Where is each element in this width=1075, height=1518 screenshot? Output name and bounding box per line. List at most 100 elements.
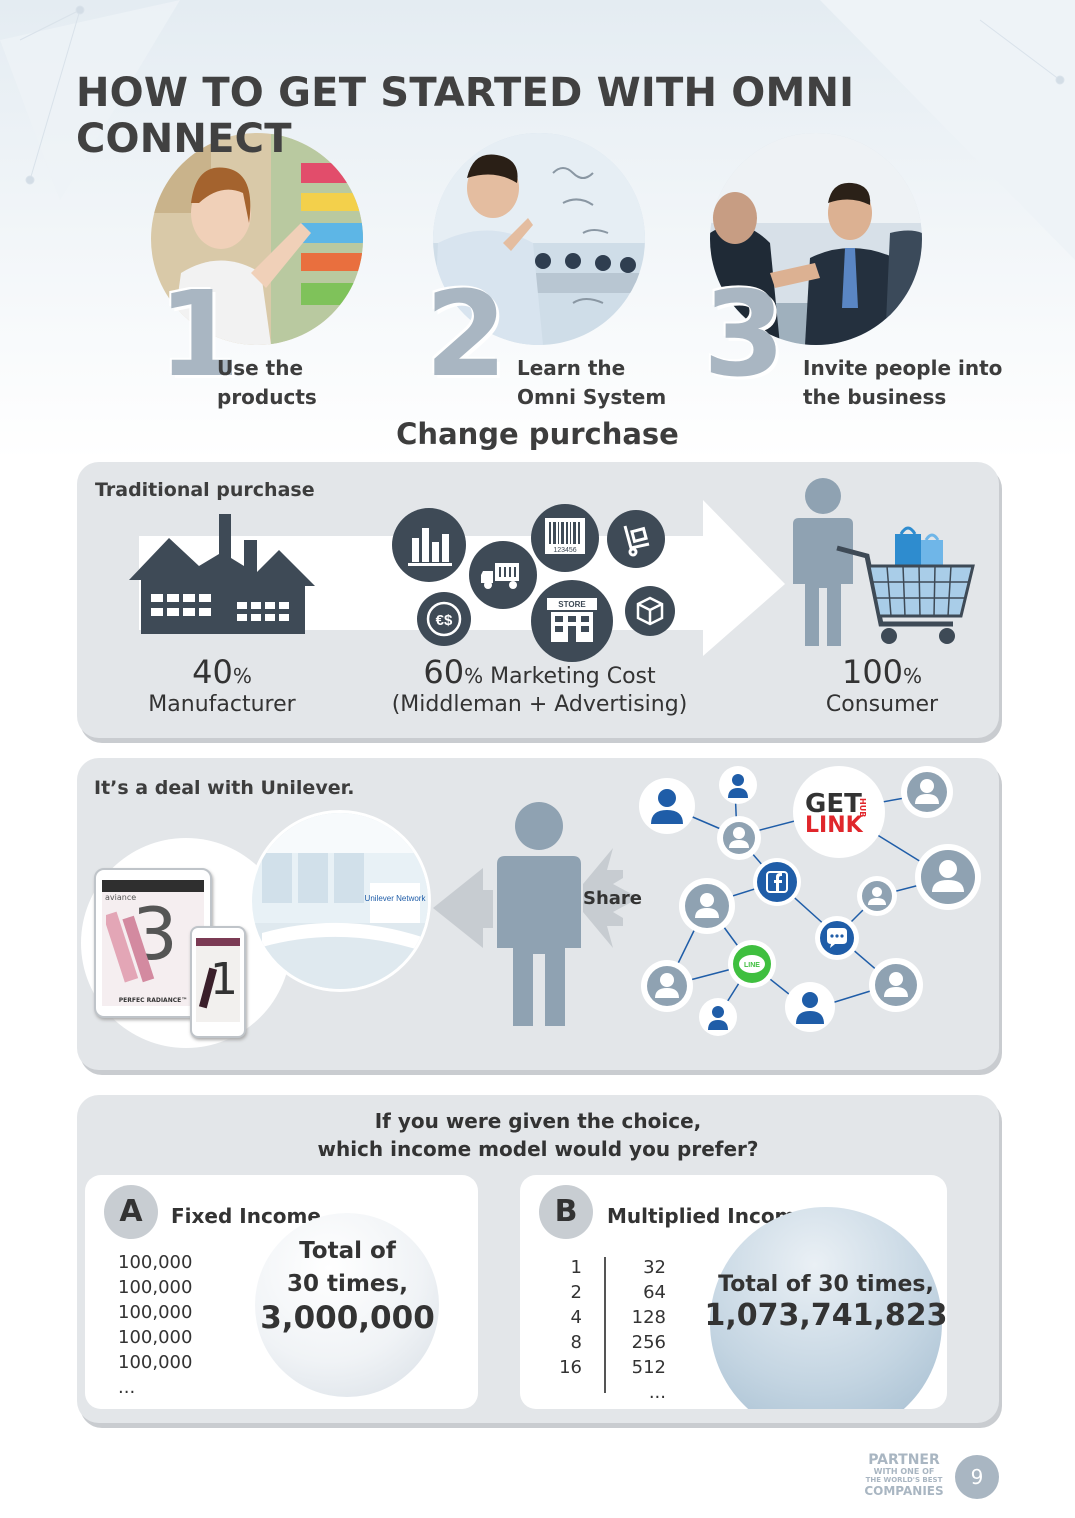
fixed-income-value: 100,000: [118, 1352, 193, 1373]
page-title: HOW TO GET STARTED WITH OMNI CONNECT: [76, 70, 855, 162]
multiplied-value: 2: [570, 1282, 582, 1303]
network-user-node: [679, 878, 735, 934]
multiplied-value: 4: [570, 1307, 582, 1328]
unilever-deal-title: It’s a deal with Unilever.: [94, 777, 355, 799]
multiplied-value: ...: [648, 1382, 666, 1403]
store-label: STORE: [558, 600, 586, 609]
traditional-purchase-panel: Traditional purchase 123456 €$ STORE: [77, 462, 999, 738]
network-user-node: [639, 778, 695, 834]
getlink-hub-logo: GET LINK HUB: [793, 766, 885, 858]
unilever-building-photo: Unilever Network: [249, 810, 431, 992]
change-purchase-heading: Change purchase: [396, 417, 679, 451]
network-user-node: [785, 982, 835, 1032]
fixed-income-title: Fixed Income: [171, 1204, 321, 1228]
step-2-label: Learn the Omni System: [517, 354, 666, 412]
multiplied-right-values: 32 64 128 256 512 ...: [620, 1255, 666, 1405]
fixed-income-value: 100,000: [118, 1252, 193, 1273]
step-1-label: Use the products: [217, 354, 317, 412]
tablet-device: aviance 3 PERFEC RADIANCE™: [94, 868, 212, 1018]
footer-line4: COMPANIES: [864, 1484, 944, 1498]
fixed-income-value: ...: [118, 1377, 136, 1398]
currency-exchange-icon: €$: [417, 592, 471, 646]
consumer-label: Consumer: [825, 692, 939, 717]
marketing-sublabel: (Middleman + Advertising): [391, 692, 688, 717]
tablet-brand: aviance: [105, 893, 137, 902]
step-1-label-line2: products: [217, 385, 317, 409]
fixed-income-badge: A: [104, 1185, 158, 1239]
getlink-hub: HUB: [858, 798, 867, 818]
network-user-node: [699, 998, 737, 1036]
income-question-line2: which income model would you prefer?: [317, 1137, 759, 1161]
line-label: LINE: [744, 962, 760, 969]
multiplied-total-line1: Total of 30 times,: [718, 1272, 934, 1297]
chat-bubble-icon: [815, 916, 859, 960]
factory-icon: [129, 514, 315, 634]
multiplied-total-value: 1,073,741,823: [704, 1298, 948, 1333]
income-question: If you were given the choice, which inco…: [77, 1107, 999, 1163]
sharer-person-icon: [433, 802, 639, 1026]
multiplied-income-total: Total of 30 times, 1,073,741,823: [700, 1270, 952, 1332]
marketing-value: 60: [423, 653, 465, 691]
fixed-income-value: 100,000: [118, 1302, 193, 1323]
manufacturer-unit: %: [232, 664, 252, 688]
fixed-total-value: 3,000,000: [260, 1300, 435, 1336]
line-app-icon: LINE: [728, 940, 776, 988]
network-user-node: [857, 876, 897, 916]
income-model-panel: If you were given the choice, which inco…: [77, 1095, 999, 1423]
step-1-label-line1: Use the: [217, 356, 304, 380]
step-3-label-line1: Invite people into: [803, 356, 1003, 380]
step-3-label-line2: the business: [803, 385, 947, 409]
manufacturer-share: 40% Manufacturer: [117, 656, 327, 719]
consumer-share: 100% Consumer: [792, 656, 972, 719]
share-label: Share: [583, 888, 643, 909]
footer-line3: THE WORLD'S BEST: [865, 1476, 943, 1484]
manufacturer-label: Manufacturer: [148, 692, 296, 717]
getlink-get: GET: [805, 789, 862, 819]
step-2-photo: [433, 133, 645, 345]
manufacturer-value: 40: [192, 653, 233, 691]
network-user-node: [717, 816, 761, 860]
footer-tagline: PARTNER WITH ONE OF THE WORLD'S BEST COM…: [864, 1453, 944, 1497]
multiplied-income-card[interactable]: B Multiplied Income 1 2 4 8 16 32 64 128…: [520, 1175, 947, 1409]
store-icon: STORE: [531, 580, 613, 662]
hand-truck-icon: [607, 510, 665, 568]
delivery-truck-icon: [469, 541, 537, 609]
bar-chart-icon: [392, 508, 466, 582]
fixed-total-line1: Total of: [299, 1238, 396, 1264]
step-2-label-line1: Learn the: [517, 356, 626, 380]
step-3-number: 3: [703, 265, 786, 403]
marketing-cost-share: 60% Marketing Cost (Middleman + Advertis…: [367, 656, 712, 719]
income-question-line1: If you were given the choice,: [374, 1109, 702, 1133]
step-3-label: Invite people into the business: [803, 354, 1002, 412]
fixed-income-values: 100,000 100,000 100,000 100,000 100,000 …: [118, 1250, 192, 1400]
consumer-value: 100: [841, 653, 904, 691]
fixed-income-card[interactable]: A Fixed Income 100,000 100,000 100,000 1…: [85, 1175, 478, 1409]
column-divider: [604, 1257, 606, 1393]
traditional-purchase-title: Traditional purchase: [95, 479, 315, 501]
multiplied-value: 256: [631, 1332, 666, 1353]
multiplied-value: 128: [631, 1307, 666, 1328]
marketing-unit: %: [464, 664, 484, 688]
facebook-icon: [753, 858, 801, 906]
marketing-label: Marketing Cost: [483, 664, 656, 689]
step-2-number: 2: [425, 265, 508, 403]
multiplied-left-values: 1 2 4 8 16: [550, 1255, 582, 1380]
multiplied-income-badge: B: [539, 1185, 593, 1239]
fixed-income-total-circle: [255, 1213, 439, 1397]
phone-device: 1: [190, 926, 246, 1038]
unilever-deal-panel: It’s a deal with Unilever. aviance 3 PER…: [77, 758, 999, 1070]
consumer-cart-icon: [793, 478, 975, 646]
network-user-node: [869, 958, 923, 1012]
tablet-product: PERFEC RADIANCE™: [118, 997, 188, 1004]
fixed-income-value: 100,000: [118, 1327, 193, 1348]
network-user-node: [915, 844, 981, 910]
footer-line2: WITH ONE OF: [873, 1467, 935, 1476]
step-1-number: 1: [158, 265, 241, 403]
consumer-unit: %: [903, 664, 923, 688]
svg-text:€$: €$: [436, 612, 453, 629]
package-box-icon: [625, 586, 675, 636]
building-sign: Unilever Network: [365, 894, 427, 903]
barcode-digits: 123456: [553, 547, 576, 554]
fixed-income-total: Total of 30 times, 3,000,000: [235, 1235, 460, 1335]
footer-line1: PARTNER: [868, 1452, 940, 1468]
